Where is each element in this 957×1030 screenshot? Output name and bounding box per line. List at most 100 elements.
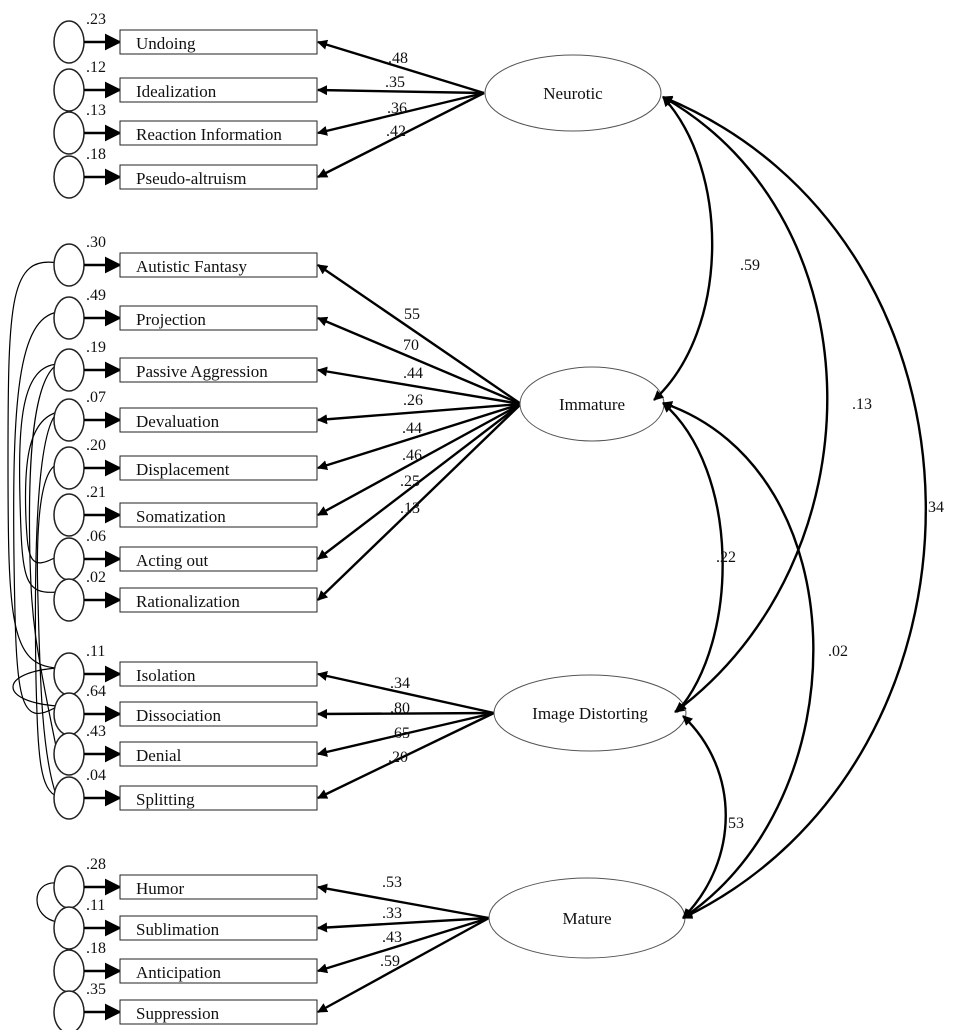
correlation-neurotic-immature-value: .59 (740, 257, 760, 274)
error-term-pseudo-altruism (53, 155, 85, 199)
indicator-label-sublimation: Sublimation (136, 920, 220, 939)
correlation-neurotic-immature-arc (653, 96, 714, 401)
loading-value-isolation: .34 (390, 675, 410, 692)
indicator-box-autistic-fantasy (119, 252, 318, 278)
correlation-neurotic-mature-value: .34 (924, 499, 944, 516)
indicator-label-rationalization: Rationalization (136, 592, 240, 611)
loading-value-undoing: .48 (388, 50, 408, 67)
indicator-box-sublimation (119, 915, 318, 941)
error-variance-rationalization: .02 (86, 569, 106, 586)
indicator-box-projection (119, 305, 318, 331)
loading-value-somatization: .46 (402, 447, 422, 464)
error-variance-humor: .28 (86, 856, 106, 873)
loading-value-idealization: .35 (385, 74, 405, 91)
loading-path-dissociation (316, 708, 495, 719)
error-term-humor (53, 865, 85, 909)
loading-path-undoing (317, 39, 485, 95)
loading-path-acting-out (317, 403, 522, 560)
loading-path-sublimation (316, 916, 490, 933)
error-variance-acting-out: .06 (86, 528, 106, 545)
factor-label-mature: Mature (562, 909, 611, 928)
correlation-neurotic-image-distorting-value: .13 (852, 396, 872, 413)
correlation-image-distorting-mature-value: 53 (728, 815, 744, 832)
correlation-neurotic-mature-arc (662, 95, 927, 920)
loading-path-reaction-information (317, 91, 485, 136)
loading-path-pseudo-altruism (317, 91, 485, 179)
error-variance-pseudo-altruism: .18 (86, 146, 106, 163)
correlation-immature-mature-arc (662, 401, 815, 919)
error-term-suppression (53, 990, 85, 1030)
indicator-label-devaluation: Devaluation (136, 412, 220, 431)
error-variance-isolation: .11 (86, 643, 105, 660)
error-term-displacement (53, 446, 85, 490)
loading-value-dissociation: .80 (390, 700, 410, 717)
indicator-box-splitting (119, 785, 318, 811)
loading-path-projection (317, 316, 522, 406)
error-variance-idealization: .12 (86, 59, 106, 76)
indicator-box-suppression (119, 999, 318, 1025)
correlation-immature-mature-value: .02 (828, 643, 848, 660)
correlation-immature-image-distorting-value: .22 (716, 549, 736, 566)
error-term-denial (53, 732, 85, 776)
loading-value-displacement: .44 (402, 420, 422, 437)
loading-value-autistic-fantasy: 55 (404, 306, 420, 323)
indicator-label-displacement: Displacement (136, 460, 230, 479)
indicator-label-dissociation: Dissociation (136, 706, 221, 725)
indicator-box-acting-out (119, 546, 318, 572)
indicator-label-isolation: Isolation (136, 666, 196, 685)
correlation-neurotic-image-distorting-arc (662, 95, 829, 713)
error-term-passive-aggression (53, 348, 85, 392)
factor-label-image-distorting: Image Distorting (532, 704, 648, 723)
error-term-splitting (53, 776, 85, 820)
loading-value-sublimation: .33 (382, 905, 402, 922)
loading-value-anticipation: .43 (382, 929, 402, 946)
error-term-autistic-fantasy (53, 243, 85, 287)
loading-value-acting-out: .25 (400, 473, 420, 490)
error-term-somatization (53, 493, 85, 537)
loading-value-denial: .65 (390, 725, 410, 742)
indicator-box-idealization (119, 77, 318, 103)
error-variance-devaluation: .07 (86, 389, 106, 406)
loading-path-somatization (317, 402, 522, 517)
indicator-box-devaluation (119, 407, 318, 433)
loading-value-passive-aggression: .44 (403, 365, 423, 382)
indicator-label-passive-aggression: Passive Aggression (136, 362, 268, 381)
factor-label-immature: Immature (559, 395, 625, 414)
loading-value-rationalization: .13 (400, 500, 420, 517)
indicator-label-idealization: Idealization (136, 82, 217, 101)
indicator-label-projection: Projection (136, 310, 206, 329)
loading-path-passive-aggression (317, 366, 522, 406)
factor-label-neurotic: Neurotic (543, 84, 603, 103)
error-term-idealization (53, 68, 85, 112)
correlation-immature-image-distorting-arc (662, 402, 724, 713)
loading-value-reaction-information: .36 (387, 100, 407, 117)
indicator-label-reaction-information: Reaction Information (136, 125, 282, 144)
indicator-label-anticipation: Anticipation (136, 963, 221, 982)
indicator-label-splitting: Splitting (136, 790, 195, 809)
loading-path-splitting (317, 711, 495, 800)
indicator-box-somatization (119, 502, 318, 528)
loading-path-autistic-fantasy (317, 264, 522, 405)
loading-value-humor: .53 (382, 874, 402, 891)
error-variance-autistic-fantasy: .30 (86, 234, 106, 251)
loading-path-displacement (317, 402, 522, 471)
indicator-box-isolation (119, 661, 318, 687)
indicator-box-passive-aggression (119, 357, 318, 383)
indicator-box-reaction-information (119, 120, 318, 146)
indicator-label-pseudo-altruism: Pseudo-altruism (136, 169, 247, 188)
error-term-rationalization (53, 578, 85, 622)
error-variance-anticipation: .18 (86, 940, 106, 957)
loading-value-splitting: .20 (388, 749, 408, 766)
loading-path-anticipation (317, 916, 490, 974)
error-term-isolation (53, 652, 85, 696)
indicator-box-dissociation (119, 701, 318, 727)
error-term-undoing (53, 20, 85, 64)
error-term-devaluation (53, 398, 85, 442)
correlation-image-distorting-mature-arc (682, 715, 727, 919)
indicator-label-denial: Denial (136, 746, 182, 765)
error-variance-displacement: .20 (86, 437, 106, 454)
loading-path-isolation (317, 671, 495, 715)
loading-value-pseudo-altruism: .42 (386, 123, 406, 140)
indicator-label-suppression: Suppression (136, 1004, 220, 1023)
indicator-box-pseudo-altruism (119, 164, 318, 190)
